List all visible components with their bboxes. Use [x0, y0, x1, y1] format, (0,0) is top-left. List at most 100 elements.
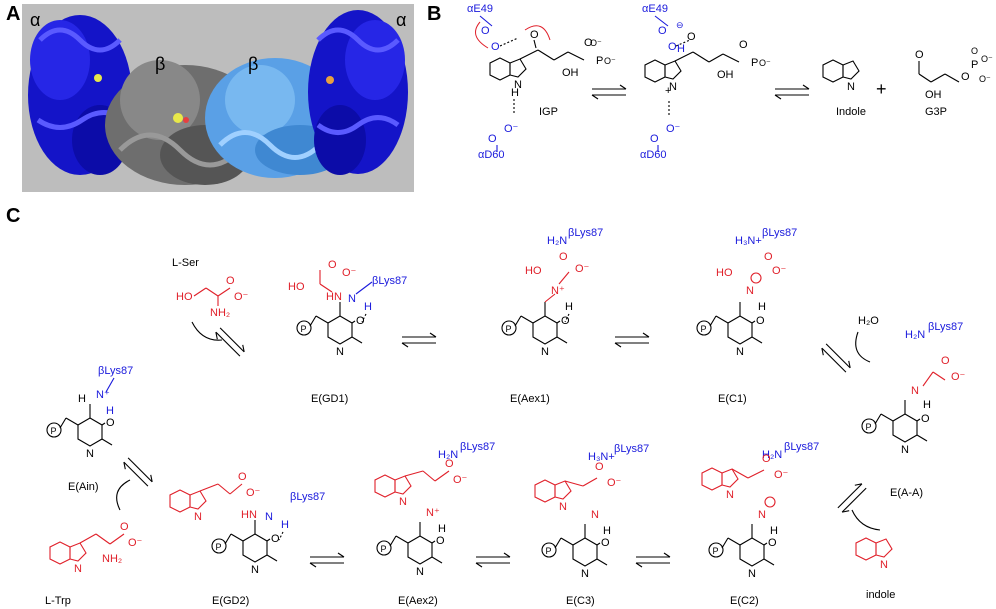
- panel-c-letter: C: [6, 205, 20, 227]
- blys87-c1: βLys87: [762, 227, 797, 239]
- svg-text:O: O: [739, 39, 748, 51]
- l-ser-structure: HO O O⁻ NH₂: [176, 275, 249, 319]
- svg-text:N: N: [911, 385, 919, 397]
- panel-b-letter: B: [427, 3, 441, 25]
- svg-text:O: O: [559, 251, 568, 263]
- svg-text:HN: HN: [326, 291, 342, 303]
- plp-catalytic-cycle: L-Ser HO O O⁻ NH₂ HN N H HO O O⁻: [45, 227, 966, 607]
- svg-text:OH: OH: [562, 67, 579, 79]
- residue-e49-right: αE49: [642, 3, 668, 15]
- blys87-c2: βLys87: [784, 441, 819, 453]
- blys87-c3: βLys87: [614, 443, 649, 455]
- svg-text:H: H: [106, 405, 114, 417]
- blys87-gd1: βLys87: [372, 275, 407, 287]
- svg-text:O⁻: O⁻: [504, 123, 519, 135]
- svg-text:H: H: [281, 519, 289, 531]
- svg-text:O⁻: O⁻: [128, 537, 143, 549]
- h2n-c2: H₂N: [762, 449, 782, 461]
- blys87-aex1: βLys87: [568, 227, 603, 239]
- svg-text:O: O: [120, 521, 129, 533]
- svg-text:O: O: [941, 355, 950, 367]
- svg-text:N⁺: N⁺: [426, 507, 440, 519]
- svg-text:O: O: [762, 453, 771, 465]
- svg-text:H: H: [603, 525, 611, 537]
- svg-text:NH₂: NH₂: [210, 307, 230, 319]
- svg-text:O⁻: O⁻: [246, 487, 261, 499]
- svg-text:N⁺: N⁺: [96, 389, 110, 401]
- svg-text:HO: HO: [525, 265, 542, 277]
- indole-free-structure: [855, 537, 893, 572]
- svg-text:O⁻: O⁻: [979, 74, 991, 84]
- svg-text:O: O: [481, 25, 490, 37]
- svg-text:H: H: [511, 87, 519, 99]
- svg-text:H: H: [364, 301, 372, 313]
- equilibrium-arrow-b1: [591, 84, 627, 100]
- alpha-subunit-right: [308, 10, 408, 175]
- state-e-aex1: E(Aex1): [510, 393, 550, 405]
- plus-sign: +: [876, 79, 887, 99]
- water-label: H₂O: [858, 315, 879, 327]
- state-e-ain: E(Ain): [68, 481, 99, 493]
- label-alpha-right: α: [396, 10, 406, 30]
- blys87-ain: βLys87: [98, 365, 133, 377]
- equilibrium-arrow-ain-gd2: [120, 454, 156, 490]
- svg-text:N: N: [758, 509, 766, 521]
- igp-cleavage-scheme: O OH P O⁻ O⁻ O H IGP αE49 O O O O⁻ αD60: [467, 3, 993, 161]
- igp-intermediate: O OH P O⁻ O H +: [644, 31, 771, 115]
- igp-structure: O OH P O⁻ O⁻ O H: [489, 29, 616, 113]
- h3n-c3: H₃N+: [588, 451, 615, 463]
- svg-text:H: H: [923, 399, 931, 411]
- state-e-gd2: E(GD2): [212, 595, 249, 607]
- c2-indolenine-ring: O O⁻: [701, 453, 789, 502]
- svg-text:OH: OH: [717, 69, 734, 81]
- equilibrium-arrow-aex1-c1: [614, 332, 650, 348]
- e-gd2-structure: HN N H: [211, 509, 289, 577]
- equilibrium-arrow-gd2-aex2: [309, 552, 345, 568]
- e-aa-structure: N H O O⁻: [861, 355, 966, 457]
- aex2-indole-ring: O O⁻: [374, 458, 468, 509]
- indole-free-label: indole: [866, 589, 895, 601]
- svg-text:O: O: [687, 31, 696, 43]
- e49-carboxylate-right: O ⊖ O: [654, 15, 691, 53]
- e-c3-structure: N H: [541, 509, 611, 581]
- svg-text:O⁻: O⁻: [575, 263, 590, 275]
- svg-text:H: H: [770, 525, 778, 537]
- svg-text:N: N: [591, 509, 599, 521]
- h2n-aa: H₂N: [905, 329, 925, 341]
- svg-text:+: +: [665, 85, 671, 97]
- g3p-label: G3P: [925, 106, 947, 118]
- l-ser-entry-arrow: [191, 321, 223, 341]
- svg-text:O⁻: O⁻: [342, 267, 357, 279]
- svg-text:O: O: [530, 29, 539, 41]
- state-e-c3: E(C3): [566, 595, 595, 607]
- svg-text:OH: OH: [925, 89, 942, 101]
- svg-text:O⁻: O⁻: [590, 38, 602, 48]
- residue-d60-left: αD60: [478, 149, 505, 161]
- igp-label: IGP: [539, 106, 558, 118]
- equilibrium-arrow-c1-aa: [818, 340, 854, 376]
- e-ain-structure: H N⁺ H: [46, 377, 116, 461]
- water-release-arrow: [855, 331, 871, 363]
- svg-text:O: O: [971, 46, 978, 56]
- svg-text:N: N: [265, 511, 273, 523]
- svg-text:P: P: [596, 55, 603, 67]
- d60-carboxylate-left: O O⁻: [488, 123, 519, 152]
- blys87-aa: βLys87: [928, 321, 963, 333]
- svg-text:O: O: [491, 41, 500, 53]
- svg-text:O⁻: O⁻: [607, 477, 622, 489]
- l-trp-label: L-Trp: [45, 595, 71, 607]
- svg-text:O: O: [595, 461, 604, 473]
- alpha-subunit-left: [28, 15, 132, 175]
- svg-text:O: O: [584, 37, 593, 49]
- svg-text:O: O: [226, 275, 235, 287]
- state-e-c2: E(C2): [730, 595, 759, 607]
- svg-text:O⁻: O⁻: [759, 58, 771, 68]
- svg-text:H: H: [438, 523, 446, 535]
- h2n-aex1: H₂N: [547, 235, 567, 247]
- indole-product: [822, 59, 860, 94]
- svg-text:HO: HO: [176, 291, 193, 303]
- svg-text:O⁻: O⁻: [981, 54, 993, 64]
- equilibrium-arrow-b2: [774, 84, 810, 100]
- svg-text:O: O: [445, 458, 454, 470]
- svg-text:HN: HN: [241, 509, 257, 521]
